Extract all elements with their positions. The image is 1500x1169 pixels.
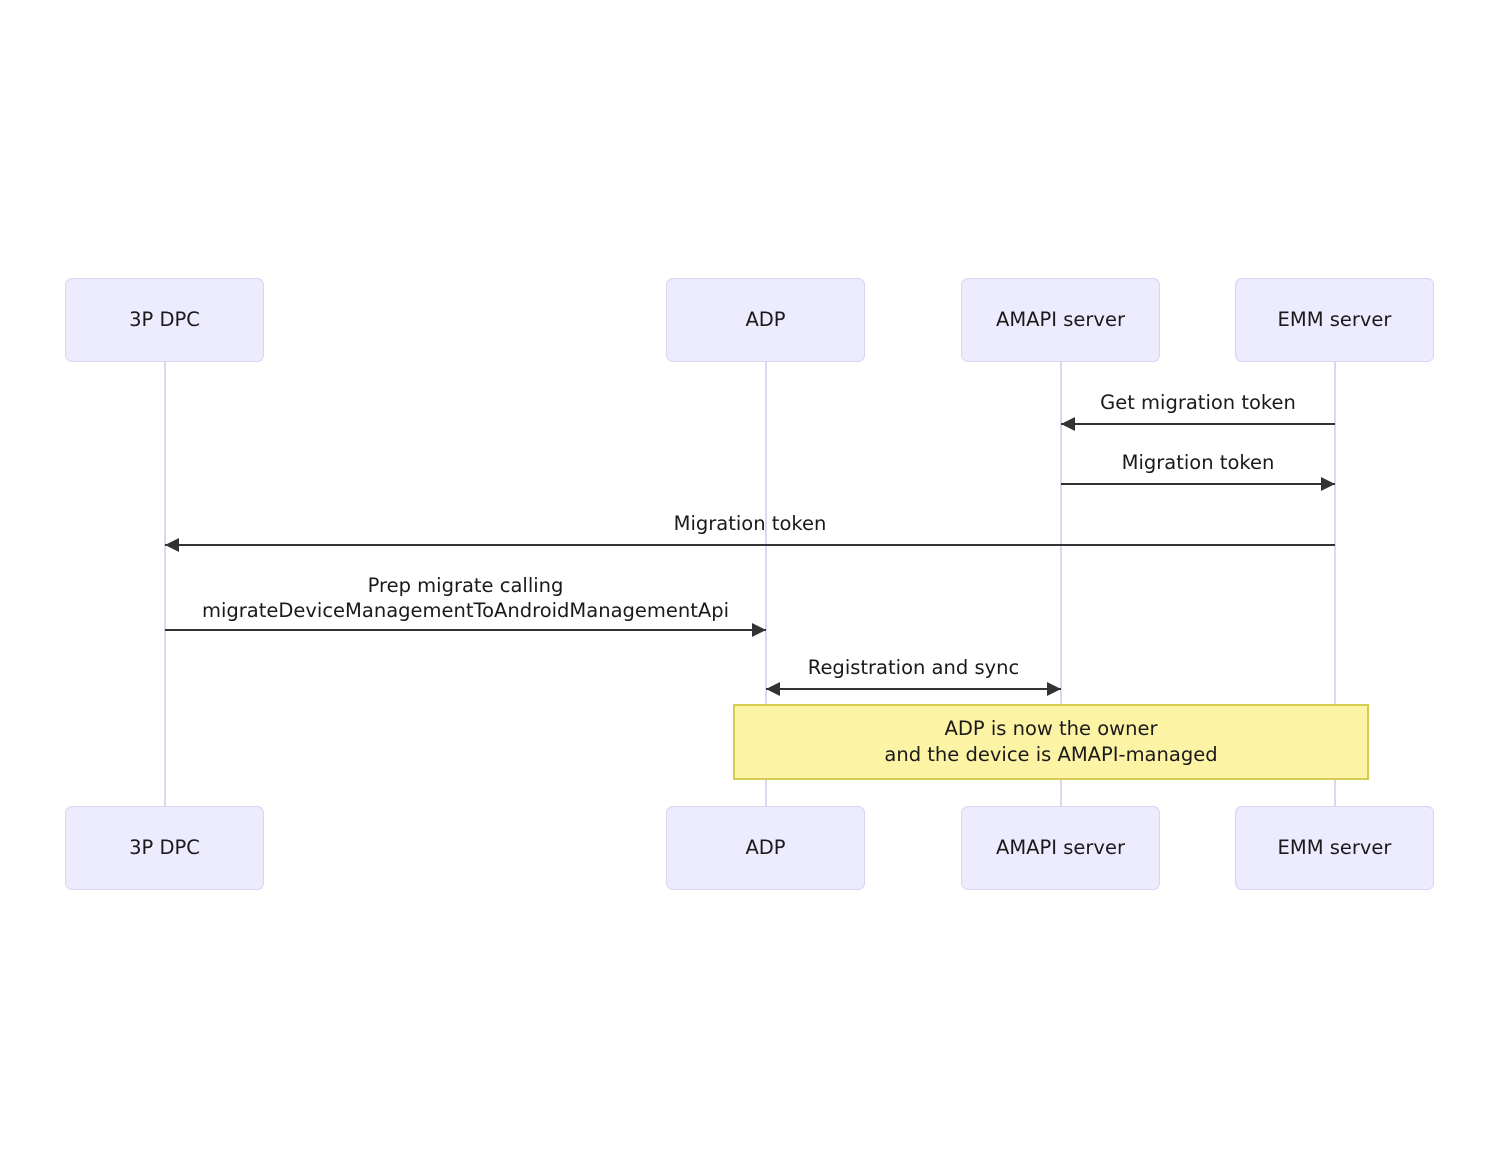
- message-line: [1061, 423, 1335, 425]
- note-adp-owner: ADP is now the owner and the device is A…: [733, 704, 1369, 780]
- message-line: [165, 544, 1335, 546]
- arrowhead-left-icon: [766, 681, 780, 696]
- arrowhead-right-icon: [752, 622, 766, 637]
- participant-label-amapi-top: AMAPI server: [996, 308, 1125, 332]
- participant-box-dpc-bottom[interactable]: 3P DPC: [65, 806, 264, 890]
- participant-box-emm-bottom[interactable]: EMM server: [1235, 806, 1434, 890]
- participant-box-adp-top[interactable]: ADP: [666, 278, 865, 362]
- lifeline-amapi: [1060, 362, 1062, 806]
- participant-label-emm-bottom: EMM server: [1277, 836, 1392, 860]
- lifeline-dpc: [164, 362, 166, 806]
- participant-label-amapi-bottom: AMAPI server: [996, 836, 1125, 860]
- lifeline-emm: [1334, 362, 1336, 806]
- message-label-migration-token-emm-dpc: Migration token: [673, 512, 827, 535]
- message-line: [766, 688, 1061, 690]
- participant-box-adp-bottom[interactable]: ADP: [666, 806, 865, 890]
- lifeline-adp: [765, 362, 767, 806]
- arrowhead-left-icon: [165, 537, 179, 552]
- message-label-migration-token-amapi-emm: Migration token: [1121, 451, 1275, 474]
- arrowhead-right-icon: [1321, 476, 1335, 491]
- arrowhead-left-icon: [1061, 416, 1075, 431]
- note-text: ADP is now the owner and the device is A…: [884, 717, 1218, 766]
- participant-box-dpc-top[interactable]: 3P DPC: [65, 278, 264, 362]
- participant-label-emm-top: EMM server: [1277, 308, 1392, 332]
- message-label-get-migration-token: Get migration token: [1100, 391, 1296, 414]
- arrowhead-right-icon: [1047, 681, 1061, 696]
- participant-box-amapi-bottom[interactable]: AMAPI server: [961, 806, 1160, 890]
- participant-label-adp-top: ADP: [745, 308, 786, 332]
- participant-label-dpc-bottom: 3P DPC: [129, 836, 200, 860]
- participant-label-dpc-top: 3P DPC: [129, 308, 200, 332]
- message-label-registration-and-sync: Registration and sync: [807, 656, 1020, 679]
- message-label-prep-migrate: Prep migrate calling migrateDeviceManage…: [201, 574, 730, 622]
- message-line: [1061, 483, 1335, 485]
- message-line: [165, 629, 766, 631]
- participant-box-emm-top[interactable]: EMM server: [1235, 278, 1434, 362]
- participant-label-adp-bottom: ADP: [745, 836, 786, 860]
- participant-box-amapi-top[interactable]: AMAPI server: [961, 278, 1160, 362]
